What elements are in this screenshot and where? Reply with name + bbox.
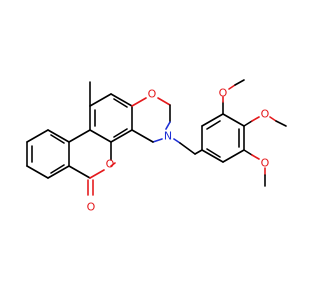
double-bond-inner (113, 128, 128, 138)
double-bond-inner (50, 134, 65, 144)
trimethoxyphenyl-ring (201, 113, 245, 163)
oxygen-atom-label: O (106, 158, 115, 171)
oxygen-atom-label: O (219, 87, 228, 100)
bond (201, 149, 224, 163)
double-bond-inner (206, 148, 221, 158)
bond (275, 120, 287, 127)
bond (234, 79, 245, 86)
bond (243, 120, 253, 127)
central-aromatic-ring (89, 81, 133, 143)
bond (179, 142, 196, 155)
bond (201, 113, 224, 127)
bond (26, 165, 49, 179)
bond (89, 129, 112, 143)
benzyl-linker (173, 138, 203, 155)
bond (47, 129, 70, 143)
bond (89, 169, 105, 179)
nitrogen-atom-label: N (164, 130, 172, 143)
bond (68, 165, 91, 179)
molecule-diagram: O O O N O O O (26, 79, 287, 214)
bond (26, 129, 49, 143)
oxazine-ring (131, 97, 171, 143)
lactone-ring (68, 129, 116, 196)
bond (173, 138, 181, 144)
bond (194, 149, 203, 155)
oxygen-atom-label: O (87, 201, 96, 214)
bond (131, 97, 147, 107)
bond (110, 162, 116, 167)
bond (165, 121, 171, 130)
bond (152, 138, 163, 143)
structure-canvas: O O O N O O O (26, 79, 287, 214)
double-bond-inner (113, 98, 128, 108)
bond (269, 116, 277, 122)
bond (228, 84, 236, 90)
bond (222, 113, 245, 127)
double-bond-inner (206, 120, 221, 130)
bond (222, 149, 245, 163)
double-bond-inner (50, 164, 65, 174)
oxygen-atom-label: O (148, 88, 157, 101)
bond (68, 129, 91, 143)
bond (89, 93, 112, 107)
bond (157, 97, 171, 106)
bond (251, 116, 260, 122)
benzo-ring (26, 129, 70, 179)
bond (110, 93, 133, 107)
bond (251, 154, 260, 160)
atom-labels: O O O N O O O (87, 87, 270, 214)
bond (110, 129, 133, 143)
oxygen-atom-label: O (261, 108, 270, 121)
bond (47, 165, 70, 179)
oxygen-atom-label: O (261, 157, 270, 170)
bond (243, 149, 253, 156)
bond (131, 129, 154, 143)
methoxy-groups (222, 79, 287, 187)
